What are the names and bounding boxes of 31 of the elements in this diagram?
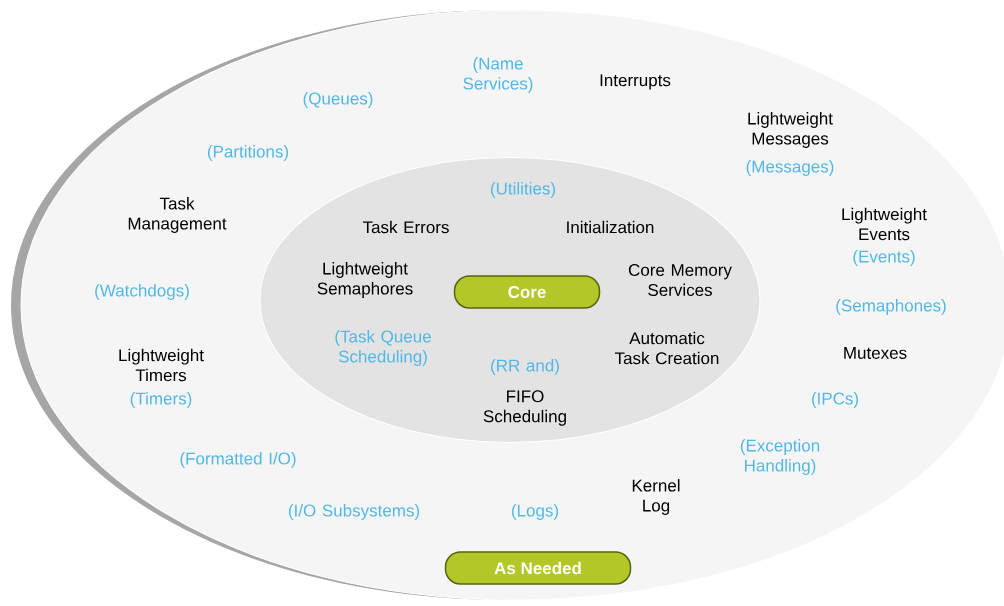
component-label: Lightweight Semaphores: [317, 262, 413, 298]
optional-component-label: (Events): [853, 250, 915, 266]
optional-component-label: (Task Queue Scheduling): [335, 330, 431, 366]
optional-component-label: (Formatted I/O): [180, 452, 296, 468]
component-label: Lightweight Events: [842, 207, 927, 241]
component-label: Automatic Task Creation: [614, 331, 719, 365]
optional-component-label: (IPCs): [812, 392, 859, 408]
optional-component-label: (Logs): [511, 504, 559, 520]
component-label: Lightweight Timers: [119, 348, 204, 382]
optional-component-label: (Utilities): [491, 182, 555, 198]
component-label: Task Errors: [362, 220, 449, 234]
component-label: Core Memory Services: [628, 264, 732, 297]
pill-badge: Core: [453, 275, 601, 309]
pill-badge: As Needed: [444, 551, 632, 585]
component-label: Mutexes: [844, 347, 907, 359]
component-label: Kernel Log: [632, 479, 680, 515]
component-label: FIFO Scheduling: [483, 390, 566, 426]
optional-component-label: (Name Services): [463, 57, 533, 93]
component-label: Interrupts: [600, 74, 671, 90]
optional-component-label: (Messages): [746, 160, 834, 176]
component-label: Initialization: [567, 220, 654, 234]
optional-component-label: (RR and): [491, 359, 559, 375]
optional-component-label: (Exception Handling): [740, 439, 820, 475]
optional-component-label: (Watchdogs): [95, 284, 189, 300]
optional-component-label: (Timers): [130, 392, 192, 408]
component-label: Lightweight Messages: [748, 112, 833, 148]
optional-component-label: (I/O Subsystems): [288, 504, 420, 520]
component-label: Task Management: [128, 197, 227, 233]
optional-component-label: (Queues): [303, 92, 373, 108]
optional-component-label: (Semaphones): [836, 299, 946, 315]
optional-component-label: (Partitions): [207, 145, 289, 161]
